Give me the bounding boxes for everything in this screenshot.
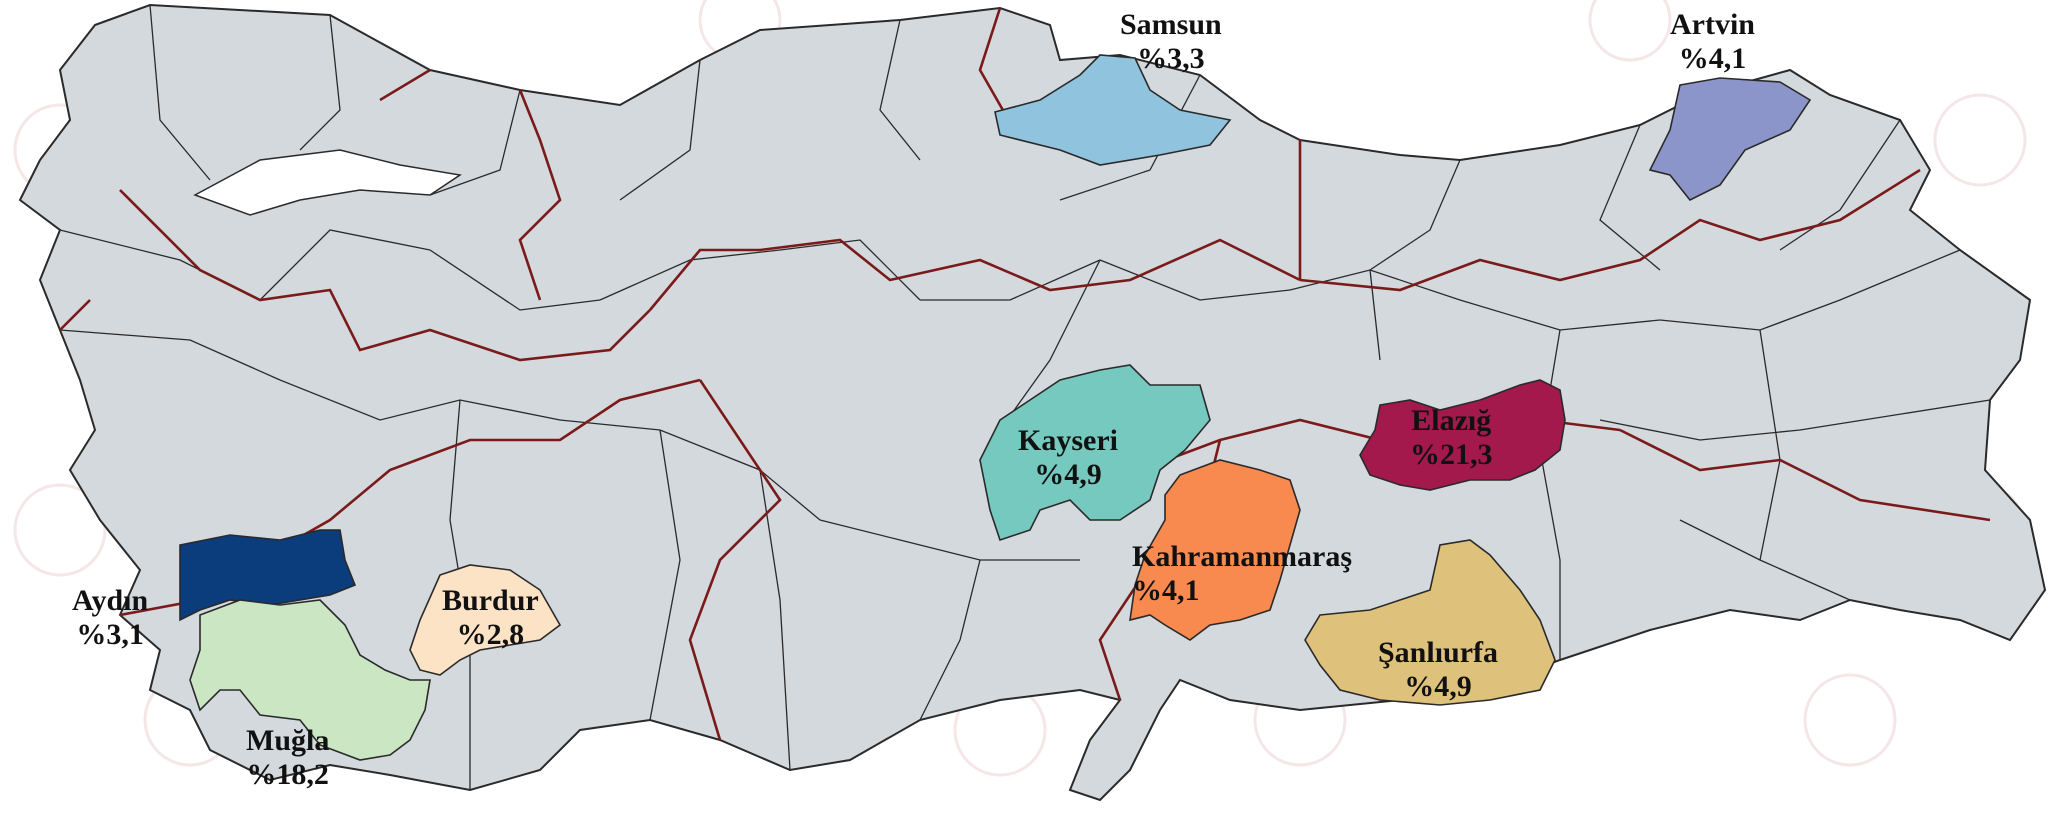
label-kahramanmaras: Kahramanmaraş %4,1 [1132, 540, 1352, 608]
province-name: Kahramanmaraş [1132, 540, 1352, 573]
label-elazig: Elazığ %21,3 [1410, 404, 1493, 472]
province-burdur [409, 564, 562, 676]
province-value: %4,9 [1404, 670, 1472, 703]
province-aydin [179, 529, 357, 622]
province-name: Kayseri [1018, 424, 1118, 457]
province-elazig [1359, 379, 1566, 491]
province-name: Artvin [1670, 8, 1755, 41]
province-value: %4,1 [1132, 574, 1200, 607]
province-kayseri [979, 364, 1211, 542]
province-name: Muğla [246, 724, 330, 757]
marmara-sea [193, 149, 462, 216]
label-samsun: Samsun %3,3 [1120, 8, 1222, 76]
province-value: %18,2 [246, 758, 329, 791]
province-name: Burdur [442, 584, 539, 617]
label-aydin: Aydın %3,1 [72, 584, 148, 652]
label-kayseri: Kayseri %4,9 [1018, 424, 1118, 492]
province-value: %4,1 [1678, 42, 1747, 75]
province-kahramanmaras [1129, 459, 1301, 641]
province-artvin [1648, 77, 1812, 202]
province-value: %4,9 [1034, 458, 1102, 491]
highlighted-provinces [179, 54, 1812, 761]
province-name: Aydın [72, 584, 149, 617]
province-samsun [994, 54, 1232, 166]
province-value: %3,1 [76, 618, 144, 651]
label-artvin: Artvin %4,1 [1670, 8, 1755, 76]
province-name: Şanlıurfa [1378, 636, 1499, 669]
label-sanliurfa: Şanlıurfa %4,9 [1378, 636, 1498, 704]
province-value: %2,8 [456, 618, 525, 651]
province-name: Elazığ [1411, 404, 1492, 437]
province-mugla [189, 599, 431, 761]
province-name: Samsun [1120, 8, 1222, 41]
province-value: %3,3 [1137, 42, 1205, 75]
province-sanliurfa [1304, 539, 1556, 706]
province-value: %21,3 [1410, 438, 1493, 471]
label-burdur: Burdur %2,8 [442, 584, 539, 652]
label-mugla: Muğla %18,2 [246, 724, 329, 792]
